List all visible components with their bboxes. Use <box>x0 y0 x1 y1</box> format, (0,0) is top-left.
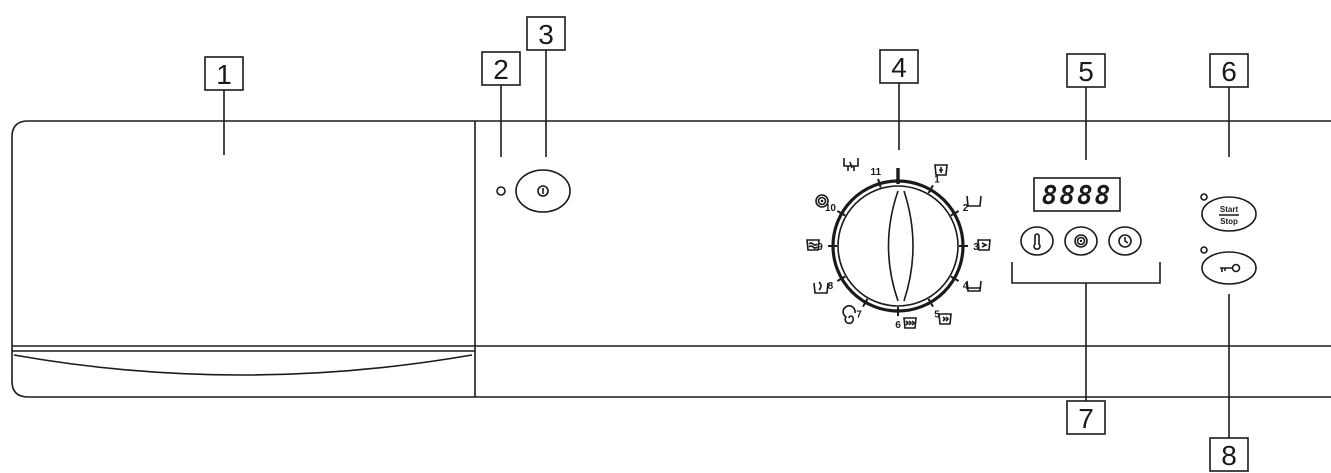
drawer-handle-curve <box>13 354 473 376</box>
stop-label: Stop <box>1220 217 1238 226</box>
callout-4: 4 <box>879 49 919 150</box>
callout-label: 6 <box>1221 56 1237 87</box>
door-lock-button[interactable] <box>1201 251 1257 285</box>
start-label: Start <box>1220 205 1239 214</box>
prewash-icon <box>934 164 948 176</box>
digital-display: 8888 <box>1033 177 1121 212</box>
callout-label: 5 <box>1078 56 1094 87</box>
dial-number: 5 <box>934 310 940 321</box>
spin-icon <box>1074 234 1088 248</box>
dial-number: 3 <box>973 242 979 253</box>
callout-3: 3 <box>526 16 566 157</box>
rinse-icon <box>806 239 820 251</box>
programme-dial[interactable]: 1 2 3 4 5 6 7 8 9 10 11 <box>817 167 979 331</box>
start-stop-button[interactable]: Start Stop <box>1201 196 1257 232</box>
callout-label: 2 <box>493 54 509 85</box>
dial-number: 6 <box>895 320 901 331</box>
callout-label: 1 <box>216 59 232 90</box>
dial-tick <box>927 184 934 194</box>
display-digits: 8888 <box>1042 181 1113 211</box>
dial-tick <box>836 210 846 217</box>
dial-number: 7 <box>856 310 862 321</box>
wash-tub-triple-icon <box>903 317 917 329</box>
dial-number: 11 <box>871 167 882 178</box>
dial-tick <box>877 178 882 188</box>
delay-timer-button[interactable] <box>1108 226 1142 256</box>
power-indicator-light <box>496 186 506 196</box>
key-icon <box>1220 263 1241 273</box>
power-icon <box>537 185 549 197</box>
dial-grip-left <box>887 190 899 302</box>
callout-6: 6 <box>1209 53 1249 157</box>
panel-outline <box>11 120 1331 398</box>
callout-5: 5 <box>1066 53 1106 160</box>
callout-8: 8 <box>1209 294 1249 472</box>
dial-tick <box>927 298 934 308</box>
dial-number: 1 <box>934 174 940 185</box>
wash-tub-double-icon <box>938 313 952 325</box>
dial-number: 10 <box>825 203 837 214</box>
dial-number: 8 <box>828 281 834 292</box>
dial-number: 9 <box>817 242 823 253</box>
dial-ticks: 1 2 3 4 5 6 7 8 9 10 11 <box>817 167 979 331</box>
callout-label: 8 <box>1221 440 1237 471</box>
dial-tick <box>950 275 960 282</box>
wash-tub-icon <box>966 195 982 207</box>
dial-number: 2 <box>963 203 969 214</box>
lock-indicator-light <box>1200 246 1208 254</box>
thermometer-icon <box>1033 233 1041 250</box>
dial-number: 4 <box>963 281 969 292</box>
start-indicator-light <box>1200 193 1208 201</box>
callout-1: 1 <box>204 56 244 155</box>
spin-icon <box>815 194 829 208</box>
temperature-button[interactable] <box>1020 226 1054 256</box>
callout-7: 7 <box>1066 283 1106 435</box>
callout-label: 3 <box>538 19 554 50</box>
function-buttons-bracket <box>1011 262 1161 284</box>
dial-tick <box>836 275 846 282</box>
wash-tub-temp-icon <box>977 239 991 251</box>
wash-tub-icon <box>966 280 982 292</box>
spin-small-icon <box>842 305 856 325</box>
clock-icon <box>1118 234 1132 248</box>
spin-speed-button[interactable] <box>1064 226 1098 256</box>
callout-label: 7 <box>1078 403 1094 434</box>
callout-2: 2 <box>481 51 521 157</box>
callout-label: 4 <box>891 52 907 83</box>
dial-grip-right <box>903 190 914 302</box>
dial-tick <box>862 298 869 308</box>
drain-icon <box>843 158 859 171</box>
handwash-icon <box>813 281 829 294</box>
dial-tick <box>950 210 960 217</box>
power-button[interactable] <box>515 169 571 213</box>
